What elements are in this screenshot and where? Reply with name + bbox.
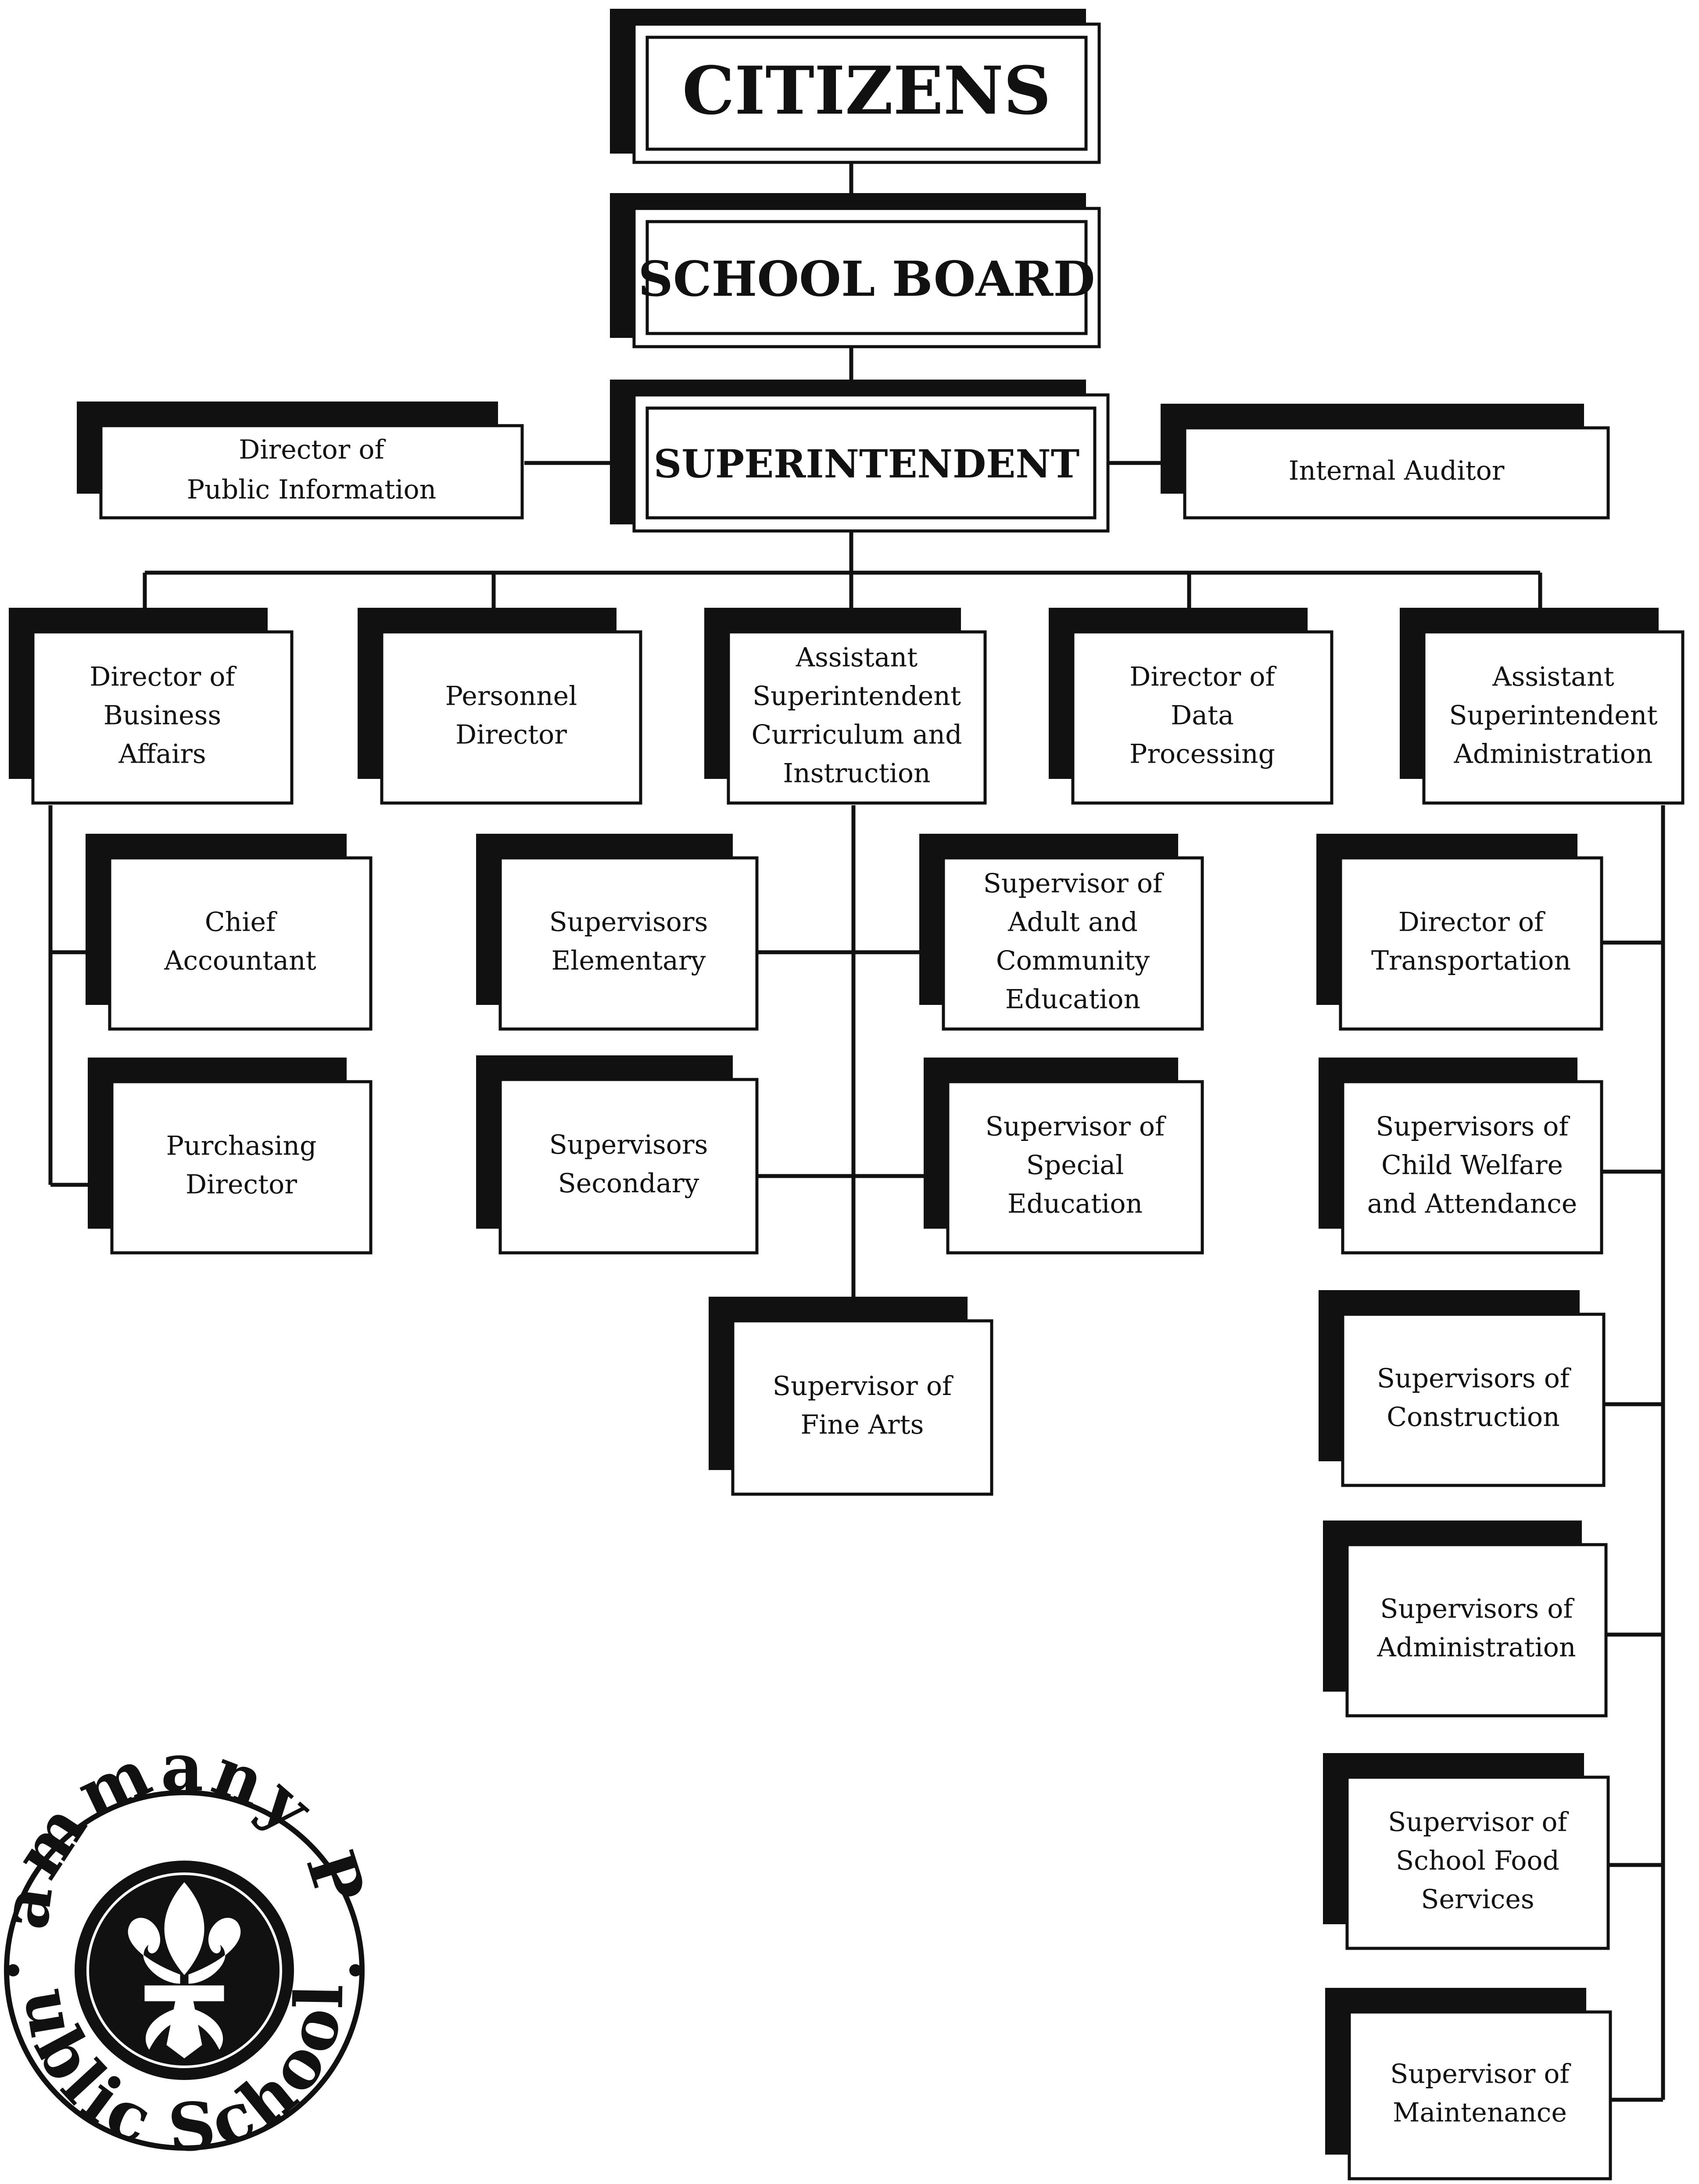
supervisor-maintenance-box: Supervisor of Maintenance bbox=[1325, 1988, 1612, 2180]
box-label-line: Assistant bbox=[1492, 662, 1614, 692]
box-label-line: Services bbox=[1421, 1884, 1534, 1915]
box-frame bbox=[731, 1319, 993, 1496]
box-frame bbox=[1345, 1775, 1610, 1950]
box-frame bbox=[110, 1080, 373, 1255]
box-label-line: Data bbox=[1171, 700, 1234, 731]
box-label-line: Curriculum and bbox=[752, 720, 962, 750]
box-frame bbox=[1339, 856, 1603, 1031]
supervisors-construction-box: Supervisors of Construction bbox=[1319, 1290, 1606, 1487]
box-label-line: Director of bbox=[90, 662, 237, 692]
citizens-label: CITIZENS bbox=[682, 52, 1051, 129]
box-frame bbox=[1348, 2010, 1612, 2180]
org-boxes: Director of Public Information Internal Au… bbox=[9, 402, 1685, 2180]
box-label-line: Public Information bbox=[187, 474, 437, 505]
citizens-box: CITIZENS bbox=[610, 9, 1101, 164]
box-label-line: Supervisor of bbox=[983, 868, 1164, 899]
box-label-line: Administration bbox=[1453, 739, 1652, 770]
school-board-box: SCHOOL BOARD bbox=[610, 193, 1101, 348]
box-frame bbox=[942, 856, 1204, 1031]
superintendent-label: SUPERINTENDENT bbox=[654, 441, 1080, 487]
box-frame bbox=[1341, 1313, 1606, 1487]
box-label-line: Elementary bbox=[551, 946, 706, 976]
box-frame bbox=[1071, 630, 1333, 805]
box-label-line: Assistant bbox=[796, 642, 918, 673]
box-frame bbox=[99, 424, 524, 520]
box-label-line: Business bbox=[104, 700, 221, 731]
box-label-line: Special bbox=[1026, 1150, 1124, 1181]
internal-auditor-box: Internal Auditor bbox=[1161, 404, 1610, 520]
superintendent-box: SUPERINTENDENT bbox=[610, 380, 1110, 533]
box-label-line: Adult and bbox=[1007, 907, 1138, 938]
box-frame bbox=[727, 630, 987, 805]
box-label-line: Director of bbox=[1398, 907, 1545, 938]
box-label-line: Supervisor of bbox=[986, 1112, 1166, 1142]
box-label-line: Supervisors of bbox=[1377, 1363, 1571, 1394]
box-label-line: Education bbox=[1005, 984, 1140, 1015]
box-label-line: Transportation bbox=[1371, 946, 1571, 976]
box-label-line: Child Welfare bbox=[1381, 1150, 1563, 1181]
supervisor-fine-arts-box: Supervisor of Fine Arts bbox=[709, 1297, 993, 1496]
box-frame bbox=[1341, 1080, 1603, 1255]
box-label-line: Chief bbox=[205, 907, 277, 938]
box-label-line: Supervisor of bbox=[1390, 2059, 1571, 2090]
box-label-line: Supervisor of bbox=[773, 1371, 953, 1402]
box-label-line: Administration bbox=[1376, 1632, 1576, 1663]
box-label-line: Supervisors bbox=[549, 907, 708, 938]
box-label-line: Secondary bbox=[558, 1168, 699, 1199]
box-label-line: Director of bbox=[1129, 662, 1276, 692]
box-frame bbox=[1345, 1543, 1608, 1718]
box-label-line: School Food bbox=[1396, 1846, 1559, 1876]
box-label-line: Director of bbox=[239, 434, 386, 465]
director-transportation-box: Director of Transportation bbox=[1316, 834, 1603, 1031]
box-frame bbox=[1422, 630, 1685, 805]
box-label-line: Education bbox=[1007, 1189, 1143, 1219]
box-label-line: Supervisor of bbox=[1388, 1807, 1569, 1838]
box-frame bbox=[946, 1080, 1204, 1255]
box-label-line: Director bbox=[186, 1169, 297, 1200]
box-label-line: Personnel bbox=[445, 681, 577, 712]
box-frame bbox=[1183, 426, 1610, 520]
box-frame bbox=[108, 856, 373, 1031]
box-frame bbox=[498, 856, 759, 1031]
box-label-line: Supervisors of bbox=[1376, 1112, 1570, 1142]
box-label-line: Supervisors bbox=[549, 1130, 708, 1160]
box-label-line: Affairs bbox=[118, 739, 206, 770]
box-frame bbox=[498, 1078, 759, 1255]
director-public-information-box: Director of Public Information bbox=[77, 402, 524, 520]
box-frame bbox=[380, 630, 642, 805]
box-label-line: Fine Arts bbox=[801, 1409, 924, 1440]
supervisors-child-welfare-box: Supervisors of Child Welfare and Attendanc… bbox=[1319, 1058, 1603, 1255]
box-label-line: Construction bbox=[1387, 1402, 1560, 1433]
box-label-line: Processing bbox=[1129, 739, 1275, 770]
box-label-line: and Attendance bbox=[1367, 1189, 1577, 1219]
supervisors-administration-box: Supervisors of Administration bbox=[1323, 1521, 1608, 1718]
box-label-line: Maintenance bbox=[1393, 2098, 1567, 2128]
box-label-line: Instruction bbox=[783, 758, 930, 789]
box-label-line: Purchasing bbox=[166, 1131, 317, 1162]
box-label-line: Community bbox=[996, 946, 1150, 976]
box-label-line: Internal Auditor bbox=[1289, 455, 1505, 486]
box-label-line: Accountant bbox=[164, 946, 316, 976]
box-frame bbox=[31, 630, 294, 805]
box-label-line: Director bbox=[455, 720, 567, 750]
fleur-de-lis-icon bbox=[128, 1882, 241, 2058]
box-label-line: Superintendent bbox=[1449, 700, 1657, 731]
box-label-line: Superintendent bbox=[753, 681, 961, 712]
box-label-line: Supervisors of bbox=[1380, 1594, 1574, 1625]
school-board-label: SCHOOL BOARD bbox=[638, 251, 1095, 307]
